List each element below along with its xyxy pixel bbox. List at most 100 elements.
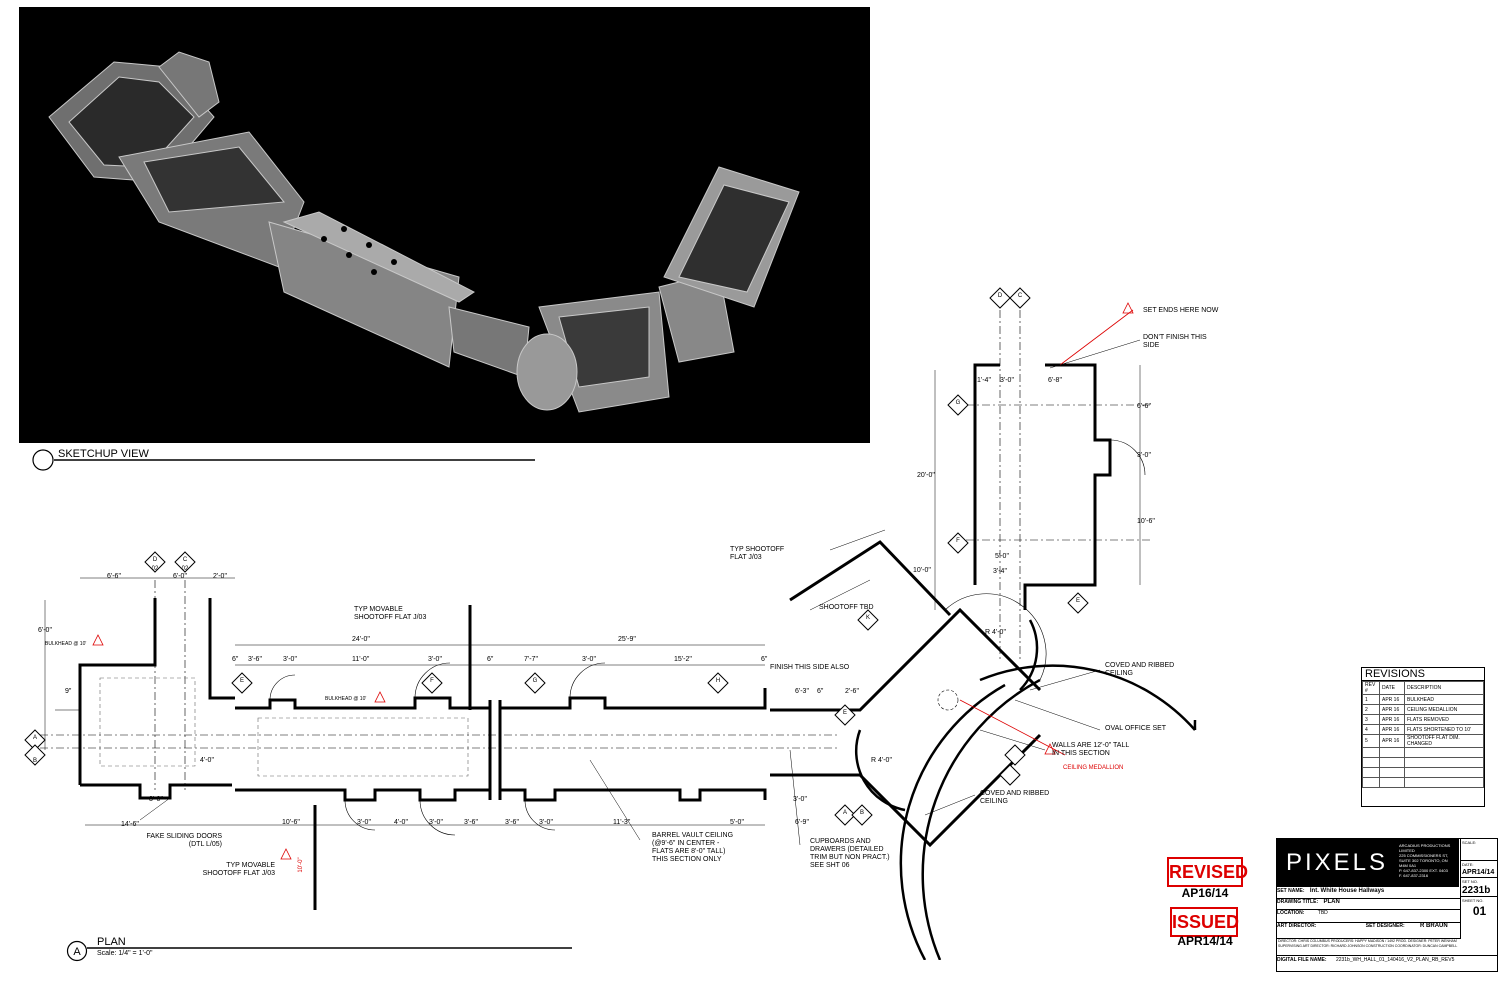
- svg-text:F: F: [430, 678, 434, 684]
- note-cupboards: CUPBOARDS AND DRAWERS (DETAILED TRIM BUT…: [810, 838, 890, 869]
- dim-label: 3'-0": [357, 819, 371, 826]
- dim-label: 3'-4": [993, 568, 1007, 575]
- svg-text:K: K: [866, 615, 870, 621]
- svg-text:E: E: [240, 678, 244, 684]
- rev-cell: BULKHEAD: [1404, 694, 1484, 705]
- company-name: ARCADIUS PRODUCTIONS LIMITED: [1399, 843, 1451, 853]
- dim-label: 6'-3": [795, 688, 809, 695]
- svg-text:D: D: [153, 557, 158, 563]
- rev-cell: 1: [1362, 694, 1380, 705]
- dim-label: 11'-0": [352, 656, 370, 663]
- dim-label: 6": [232, 656, 239, 663]
- date-label: DATE:: [1462, 862, 1474, 867]
- note-oval-office: OVAL OFFICE SET: [1105, 725, 1167, 732]
- dim-label: 25'-9": [618, 636, 636, 643]
- dim-label: 3'-0": [149, 796, 163, 803]
- set-name-row: SET NAME: Int. White House Hallways: [1277, 888, 1460, 899]
- set-name-label: SET NAME:: [1277, 888, 1305, 894]
- rev-cell: APR 16: [1379, 694, 1405, 705]
- svg-text:A: A: [843, 810, 847, 816]
- rev-cell: SHOOTOFF FLAT DIM. CHANGED: [1404, 734, 1484, 748]
- dim-label: 6": [761, 656, 768, 663]
- svg-text:F: F: [956, 538, 960, 544]
- set-name: Int. White House Hallways: [1309, 888, 1385, 894]
- dim-label: R 4'-0": [985, 629, 1006, 636]
- file-name: 2231b_WH_HALL_01_140416_V2_PLAN_RB_REV5: [1335, 957, 1455, 963]
- dim-label: 20'-0": [917, 472, 935, 479]
- svg-text:E: E: [1076, 598, 1080, 604]
- dim-label: 6'-6": [1137, 403, 1151, 410]
- revised-stamp: REVISED: [1167, 857, 1248, 887]
- company-address: 225 COMMISSIONERS ST, SUITE 302 TORONTO,…: [1399, 853, 1449, 868]
- table-row: [1362, 747, 1484, 758]
- dim-label: 10'-6": [282, 819, 300, 826]
- location-label: LOCATION:: [1277, 910, 1305, 916]
- dim-label: 6'-0": [173, 573, 187, 580]
- title-block-logo-area: PIXELS: [1277, 839, 1397, 887]
- dim-label: 24'-0": [352, 636, 370, 643]
- note-bulkhead-mid: BULKHEAD @ 10': [325, 696, 367, 702]
- location: TBD: [1317, 910, 1328, 916]
- table-row: [1362, 767, 1484, 778]
- company-info: ARCADIUS PRODUCTIONS LIMITED 225 COMMISS…: [1397, 839, 1459, 887]
- rev-cell: CEILING MEDALLION: [1404, 704, 1484, 715]
- svg-text:A: A: [33, 735, 37, 741]
- company-fax: F. 647-837-2316: [1399, 873, 1429, 878]
- set-no-label: SET NO.: [1462, 879, 1478, 884]
- svg-text:B: B: [33, 758, 37, 764]
- rev-cell: 2: [1362, 704, 1380, 715]
- revisions-header-row: REV # DATE DESCRIPTION: [1362, 681, 1484, 695]
- note-coved-top: COVED AND RIBBED CEILING: [1105, 662, 1175, 677]
- drawing-title-label: DRAWING TITLE:: [1277, 899, 1319, 905]
- dim-label: 4'-0": [200, 757, 214, 764]
- note-bulkhead-left: BULKHEAD @ 10': [45, 641, 87, 647]
- set-no: 2231b: [1462, 885, 1491, 896]
- right-column: SCALE: DATE: APR14/14 SET NO. 2231b SHEE…: [1460, 839, 1498, 939]
- dim-label: 3'-6": [464, 819, 478, 826]
- revisions-header: DATE: [1379, 681, 1405, 695]
- rev-cell: APR 16: [1379, 724, 1405, 735]
- dim-label: 3'-0": [1000, 377, 1014, 384]
- art-director-label: ART DIRECTOR:: [1277, 923, 1317, 929]
- location-row: LOCATION: TBD: [1277, 910, 1460, 923]
- rev-cell: APR 16: [1379, 704, 1405, 715]
- dim-label: 6": [817, 688, 824, 695]
- svg-text:G: G: [533, 678, 538, 684]
- dim-label: 2'-6": [845, 688, 859, 695]
- dim-label: 5'-0": [995, 553, 1009, 560]
- credits-line-2: SUPERVISING ART DIRECTOR: RICHARD JOHNSO…: [1278, 944, 1458, 948]
- dim-label: 3'-0": [429, 819, 443, 826]
- dim-label: 3'-0": [283, 656, 297, 663]
- svg-text:B: B: [860, 810, 864, 816]
- note-walls-tall: WALLS ARE 12'-0" TALL IN THIS SECTION: [1052, 742, 1129, 757]
- rev-cell: FLATS REMOVED: [1404, 714, 1484, 725]
- dim-label: 3'-0": [428, 656, 442, 663]
- sketchup-render: [19, 7, 870, 443]
- dim-label: 14'-6": [121, 821, 139, 828]
- note-set-ends: SET ENDS HERE NOW: [1143, 307, 1219, 314]
- svg-text:C: C: [183, 557, 188, 563]
- rev-cell: 4: [1362, 724, 1380, 735]
- table-row: [1362, 757, 1484, 768]
- file-row: DIGITAL FILE NAME: 2231b_WH_HALL_01_1404…: [1277, 957, 1497, 969]
- dim-label: 9": [65, 688, 72, 695]
- scale-label: SCALE:: [1462, 840, 1477, 845]
- note-typ-movable-top: TYP MOVABLE SHOOTOFF FLAT J/03: [354, 606, 427, 621]
- svg-text:02: 02: [152, 566, 159, 572]
- dim-label: 3'-6": [505, 819, 519, 826]
- set-designer: R BRAUN: [1420, 923, 1448, 929]
- dim-label: 3'-6": [248, 656, 262, 663]
- revisions-header: REV #: [1362, 681, 1380, 695]
- rev-cell: 5: [1362, 734, 1380, 748]
- dim-label: 4'-0": [394, 819, 408, 826]
- rev-cell: APR 16: [1379, 714, 1405, 725]
- note-finish-side: FINISH THIS SIDE ALSO: [770, 664, 850, 671]
- drawing-title-row: DRAWING TITLE: PLAN: [1277, 899, 1460, 910]
- plan-title-marker: A: [66, 940, 572, 962]
